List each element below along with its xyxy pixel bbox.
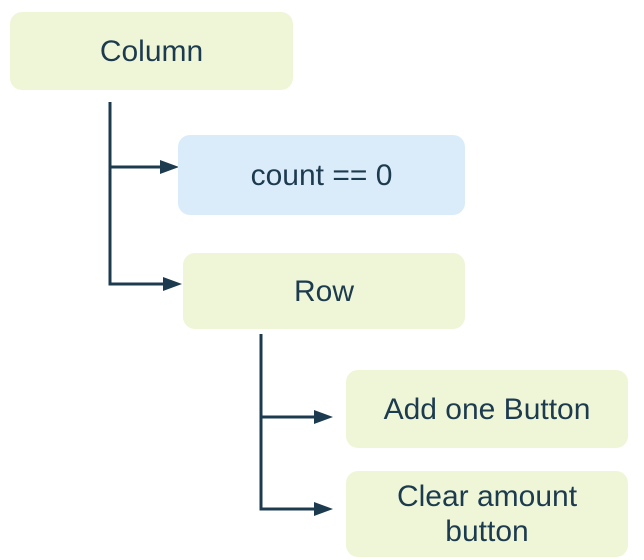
arrowhead-icon bbox=[160, 160, 179, 174]
node-clear-amount-button-label: Clear amount button bbox=[396, 480, 578, 548]
edge-column-condition bbox=[110, 160, 179, 174]
node-row-label: Row bbox=[293, 274, 354, 308]
node-condition-label: count == 0 bbox=[250, 158, 393, 192]
node-row: Row bbox=[183, 253, 465, 329]
node-column-label: Column bbox=[99, 34, 204, 68]
node-condition: count == 0 bbox=[178, 135, 465, 215]
arrowhead-icon bbox=[314, 410, 333, 424]
arrowhead-icon bbox=[163, 277, 182, 291]
edge-row-add-button bbox=[261, 410, 333, 424]
node-clear-amount-button: Clear amount button bbox=[346, 471, 628, 557]
node-add-one-button-label: Add one Button bbox=[383, 392, 591, 426]
node-add-one-button: Add one Button bbox=[346, 370, 628, 448]
edge-column-row bbox=[108, 102, 182, 291]
node-column: Column bbox=[10, 12, 293, 90]
arrowhead-icon bbox=[314, 502, 333, 516]
edge-row-clear-button bbox=[259, 334, 333, 516]
